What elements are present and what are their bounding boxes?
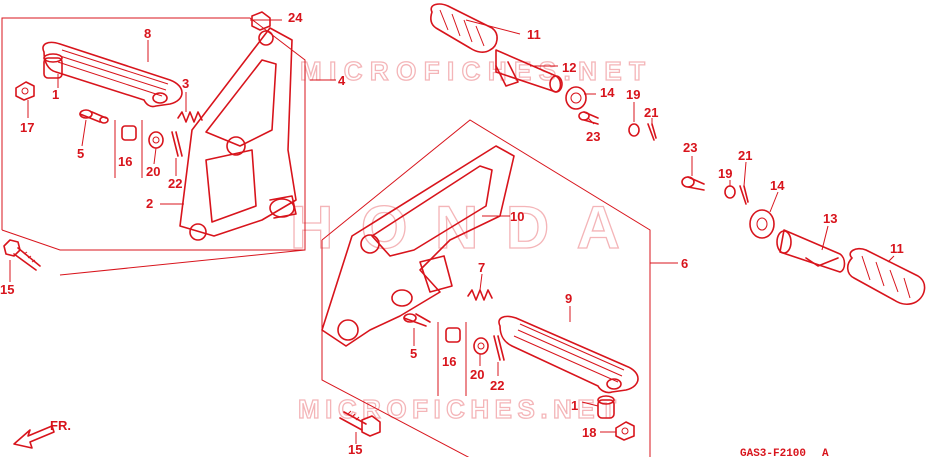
callout-label: 9 xyxy=(565,291,572,306)
callout-label: 12 xyxy=(562,60,576,75)
callout-label: 15 xyxy=(0,282,14,297)
callout-label: 19 xyxy=(718,166,732,181)
callout-label: 11 xyxy=(890,241,904,256)
peg-holder-12 xyxy=(495,49,563,93)
bushing-16-lower xyxy=(437,322,467,396)
washer-20-lower xyxy=(473,337,489,355)
bolt-15-lower xyxy=(339,410,381,437)
footpeg-11-lower xyxy=(846,247,926,305)
bolt-24 xyxy=(251,11,271,31)
callout-label: 18 xyxy=(582,425,596,440)
collar-1-left xyxy=(43,53,63,79)
peg-holder-13 xyxy=(776,229,846,273)
callout-label: 7 xyxy=(478,260,485,275)
callout-label: 8 xyxy=(144,26,151,41)
callout-label: 16 xyxy=(442,354,456,369)
callout-label: 23 xyxy=(683,140,697,155)
cotter-pin-22-left xyxy=(171,131,183,157)
callout-label: 11 xyxy=(527,27,541,42)
callout-label: 6 xyxy=(681,256,688,271)
callout-label: 5 xyxy=(410,346,417,361)
brand-watermark: HONDA xyxy=(290,194,620,261)
cotter-pin-22-lower xyxy=(493,335,505,361)
callout-label: 23 xyxy=(586,129,600,144)
bolt-15-left xyxy=(3,239,41,271)
callout-label: 2 xyxy=(146,196,153,211)
pin-23-lower xyxy=(681,176,705,191)
callout-label: 21 xyxy=(644,105,658,120)
callout-label: 1 xyxy=(571,398,578,413)
washer-14-lower xyxy=(749,209,775,239)
footpeg-11-upper xyxy=(430,3,498,53)
front-direction-marker: FR. xyxy=(13,418,71,449)
bracket-10 xyxy=(321,145,515,347)
callout-label: 14 xyxy=(600,85,615,100)
bracket-2 xyxy=(179,27,297,241)
pin-5-left xyxy=(79,109,109,124)
callout-label: 17 xyxy=(20,120,34,135)
callout-label: 20 xyxy=(146,164,160,179)
cotter-pin-21-lower xyxy=(739,185,749,205)
leader-lines xyxy=(9,19,895,444)
callout-label: 15 xyxy=(348,442,362,457)
callout-label: 22 xyxy=(168,176,182,191)
callout-label: 4 xyxy=(338,73,346,88)
footpeg-9 xyxy=(498,315,639,394)
bolt-18 xyxy=(615,421,635,441)
left-assembly-boundary xyxy=(1,17,306,251)
callout-label: 19 xyxy=(626,87,640,102)
drawing-revision: A xyxy=(822,448,829,457)
bushing-16-left xyxy=(114,120,143,178)
front-arrow-icon xyxy=(13,425,55,449)
pin-5-lower xyxy=(403,313,431,327)
washer-20-left xyxy=(148,131,164,149)
callout-label: 14 xyxy=(770,178,785,193)
collar-1-lower xyxy=(597,395,615,419)
callout-label: 16 xyxy=(118,154,132,169)
callout-label: 1 xyxy=(52,87,59,102)
washer-19-lower xyxy=(724,185,736,199)
drawing-code: GAS3-F2100 xyxy=(740,448,806,457)
callout-labels: 1 1 2 3 4 5 5 6 7 8 9 10 11 11 12 13 14 … xyxy=(0,10,904,457)
footpeg-8 xyxy=(42,41,183,108)
cotter-pin-21-upper xyxy=(647,123,657,141)
left-boundary-tail xyxy=(59,249,306,276)
callout-label: 13 xyxy=(823,211,837,226)
pin-23-upper xyxy=(578,111,599,125)
front-label: FR. xyxy=(50,418,71,433)
callout-label: 20 xyxy=(470,367,484,382)
site-watermark-bottom: MICROFICHES.NET xyxy=(298,394,616,424)
callout-label: 21 xyxy=(738,148,752,163)
spring-3 xyxy=(177,111,203,123)
callout-label: 3 xyxy=(182,76,189,91)
spring-7 xyxy=(467,289,493,301)
callout-label: 10 xyxy=(510,209,524,224)
callout-label: 22 xyxy=(490,378,504,393)
site-watermark-top: MICROFICHES.NET xyxy=(300,56,645,86)
bolt-17 xyxy=(15,81,35,101)
callout-label: 24 xyxy=(288,10,303,25)
callout-label: 5 xyxy=(77,146,84,161)
washer-19-upper xyxy=(628,123,640,137)
washer-14-upper xyxy=(565,86,587,110)
right-assembly-boundary xyxy=(321,119,651,457)
